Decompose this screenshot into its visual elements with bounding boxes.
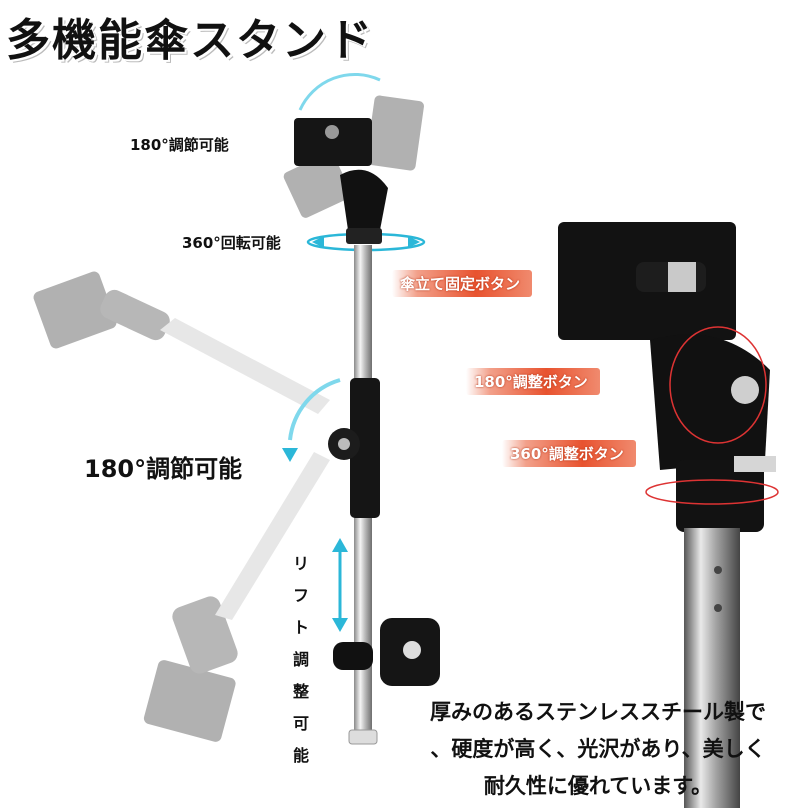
- lift-char: フ: [292, 586, 309, 605]
- label-lift: リ フ ト 調 整 可 能: [289, 548, 313, 772]
- page-title: 多機能傘スタンド: [6, 15, 374, 66]
- caption-line: 、硬度が高く、光沢があり、美しく: [430, 737, 766, 761]
- caption-line: 耐久性に優れています。: [483, 774, 713, 798]
- lift-char: 整: [292, 682, 309, 701]
- label-mid-tilt: 180°調節可能: [84, 455, 243, 483]
- product-caption: 厚みのあるステンレススチール製で 、硬度が高く、光沢があり、美しく 耐久性に優れ…: [396, 694, 800, 805]
- lift-char: ト: [292, 618, 309, 637]
- middle-joint: [350, 378, 380, 518]
- lift-char: 能: [292, 746, 309, 765]
- badge-adjust-360: 360°調整ボタン: [502, 440, 636, 467]
- lift-char: 可: [292, 714, 309, 733]
- ghost-clamp-top: [283, 95, 424, 218]
- badge-adjust-180: 180°調整ボタン: [466, 368, 600, 395]
- closeup-joint: [558, 222, 779, 808]
- top-clamp: [294, 118, 372, 166]
- badge-fix-button: 傘立て固定ボタン: [392, 270, 533, 297]
- lift-char: リ: [292, 554, 309, 573]
- ghost-arm-lower: [143, 452, 330, 742]
- ghost-arm-upper: [33, 271, 330, 414]
- label-rotate: 360°回転可能: [182, 234, 281, 252]
- caption-line: 厚みのあるステンレススチール製で: [430, 700, 766, 724]
- lift-char: 調: [292, 650, 309, 669]
- label-top-tilt: 180°調節可能: [130, 136, 229, 154]
